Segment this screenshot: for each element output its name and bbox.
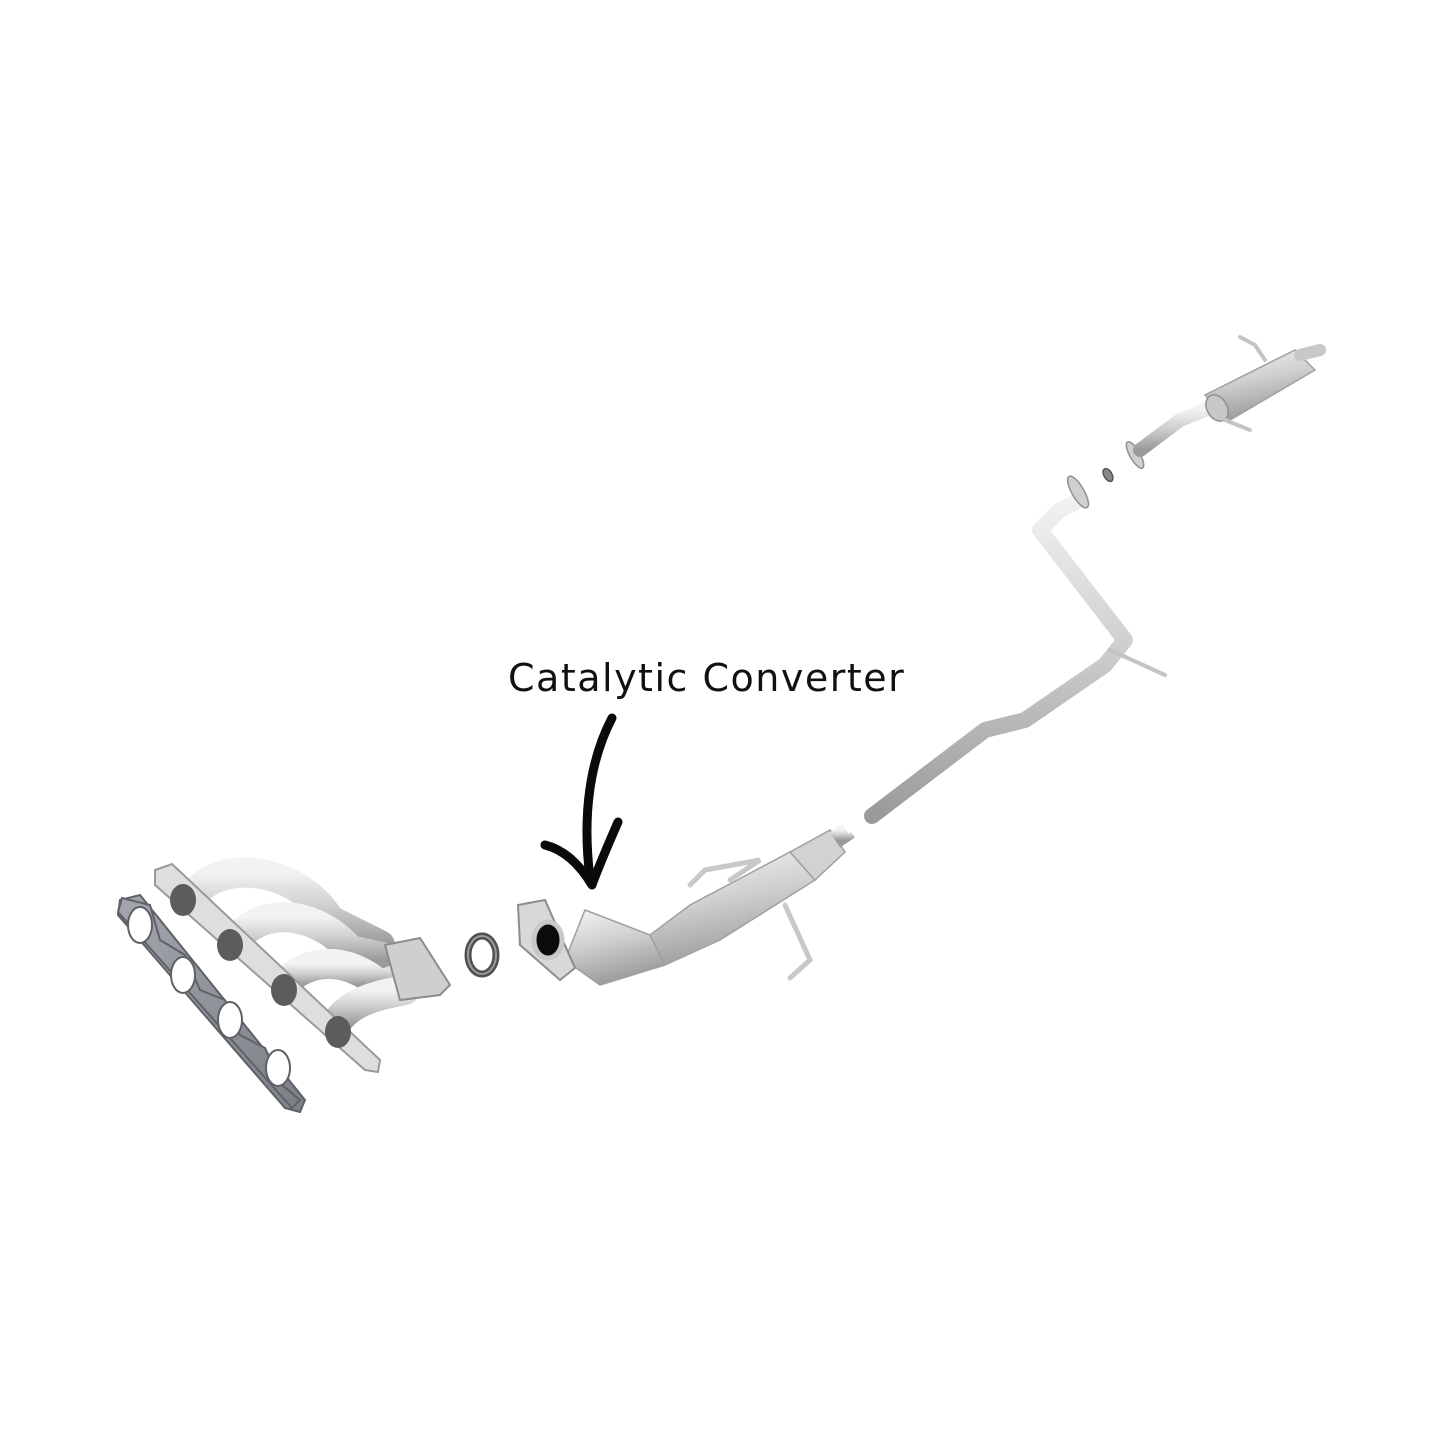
exhaust-manifold-gasket [116, 893, 307, 1114]
catalytic-converter-label: Catalytic Converter [508, 656, 906, 700]
exhaust-manifold [154, 857, 452, 1074]
donut-gasket [464, 932, 500, 978]
flange-gasket [1102, 467, 1114, 483]
pipe-break-mark [840, 810, 866, 834]
hand-drawn-arrow-down-icon [540, 713, 623, 890]
mid-pipe [830, 475, 1167, 848]
rear-muffler [1125, 335, 1326, 469]
catalytic-converter [516, 829, 846, 986]
